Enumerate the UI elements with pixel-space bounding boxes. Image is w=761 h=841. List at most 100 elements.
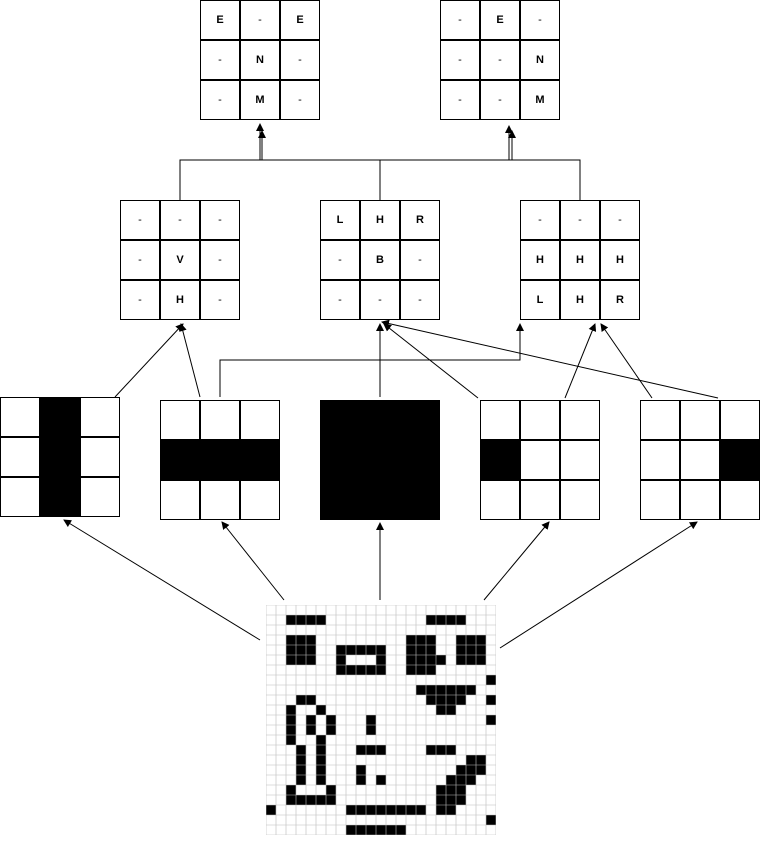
pixel-filled	[356, 645, 366, 655]
pixel-filled	[296, 795, 306, 805]
pixel-filled	[446, 695, 456, 705]
pixel-filled	[316, 615, 326, 625]
pixel-filled	[306, 715, 316, 725]
pixel-filled	[366, 715, 376, 725]
grid-cell: -	[480, 40, 520, 80]
grid-cell: -	[280, 40, 320, 80]
pattern-cell-empty	[560, 440, 600, 480]
pixel-filled	[426, 635, 436, 645]
pixel-filled	[396, 805, 406, 815]
pixel-filled	[356, 665, 366, 675]
pattern-cell-filled	[360, 440, 400, 480]
pixel-filled	[416, 645, 426, 655]
pixel-filled	[456, 765, 466, 775]
pattern-cell-empty	[720, 400, 760, 440]
pixel-filled	[356, 765, 366, 775]
pattern-cell-empty	[680, 400, 720, 440]
grid-cell: -	[320, 240, 360, 280]
pixel-filled	[466, 765, 476, 775]
arrow-image-to-vbar	[63, 519, 261, 641]
pixel-filled	[416, 655, 426, 665]
pattern-cell-empty	[680, 440, 720, 480]
pattern-cell-empty	[520, 440, 560, 480]
pixel-filled	[326, 715, 336, 725]
pixel-filled	[306, 645, 316, 655]
grid-cell: -	[600, 200, 640, 240]
pixel-filled	[426, 665, 436, 675]
grid-cell: V	[160, 240, 200, 280]
pattern-cell-empty	[640, 400, 680, 440]
pixel-filled	[336, 645, 346, 655]
pattern-cell-filled	[400, 400, 440, 440]
pixel-filled	[366, 825, 376, 835]
pattern-full-block	[320, 400, 440, 520]
grid-cell: -	[560, 200, 600, 240]
pixel-filled	[326, 785, 336, 795]
pattern-cell-empty	[200, 400, 240, 440]
pattern-cell-empty	[80, 437, 120, 477]
pixel-filled	[426, 655, 436, 665]
grid-cell: -	[240, 0, 280, 40]
pattern-cell-filled	[480, 440, 520, 480]
pixel-filled	[286, 785, 296, 795]
pixel-filled	[456, 615, 466, 625]
letter-grid-top-left: E-E-N--M-	[200, 0, 320, 120]
pixel-filled	[346, 665, 356, 675]
pixel-filled	[296, 645, 306, 655]
pixel-filled	[376, 775, 386, 785]
pixel-filled	[306, 795, 316, 805]
grid-cell: -	[440, 0, 480, 40]
pixel-filled	[336, 655, 346, 665]
pixel-filled	[306, 655, 316, 665]
pixel-filled	[306, 615, 316, 625]
pixel-filled	[286, 795, 296, 805]
pixel-filled	[486, 675, 496, 685]
pixel-filled	[296, 755, 306, 765]
grid-cell: E	[200, 0, 240, 40]
pixel-filled	[456, 685, 466, 695]
pixel-filled	[476, 655, 486, 665]
grid-cell: -	[200, 40, 240, 80]
pixel-filled	[486, 695, 496, 705]
pixel-filled	[296, 635, 306, 645]
grid-cell: -	[520, 0, 560, 40]
arrow-leftdot-to-midright	[564, 323, 597, 399]
grid-cell: -	[280, 80, 320, 120]
grid-cell: L	[520, 280, 560, 320]
pixel-filled	[376, 645, 386, 655]
grid-cell: -	[160, 200, 200, 240]
pixel-filled	[376, 745, 386, 755]
pixel-filled	[466, 685, 476, 695]
grid-cell: E	[280, 0, 320, 40]
pixel-filled	[356, 775, 366, 785]
grid-cell: -	[200, 240, 240, 280]
pixel-filled	[286, 735, 296, 745]
pattern-right-dot	[640, 400, 760, 520]
pixel-filled	[466, 645, 476, 655]
pattern-cell-empty	[640, 440, 680, 480]
pixel-filled	[316, 705, 326, 715]
grid-cell: H	[160, 280, 200, 320]
pixel-filled	[486, 815, 496, 825]
pixel-filled	[286, 615, 296, 625]
pixel-filled	[426, 685, 436, 695]
pixel-filled	[286, 645, 296, 655]
pixel-filled	[336, 665, 346, 675]
arrow-rightdot-to-midcenter	[381, 319, 719, 399]
pattern-cell-empty	[80, 477, 120, 517]
pixel-filled	[266, 805, 276, 815]
grid-cell: R	[600, 280, 640, 320]
pixel-filled	[446, 785, 456, 795]
grid-cell: H	[600, 240, 640, 280]
pixel-filled	[416, 685, 426, 695]
pattern-cell-empty	[560, 400, 600, 440]
pixel-filled	[406, 665, 416, 675]
pattern-cell-filled	[320, 440, 360, 480]
pattern-cell-filled	[400, 440, 440, 480]
pixel-filled	[326, 795, 336, 805]
grid-cell: H	[560, 240, 600, 280]
pixel-filled	[366, 745, 376, 755]
pixel-filled	[456, 635, 466, 645]
pixel-filled	[306, 695, 316, 705]
pixel-filled	[476, 755, 486, 765]
